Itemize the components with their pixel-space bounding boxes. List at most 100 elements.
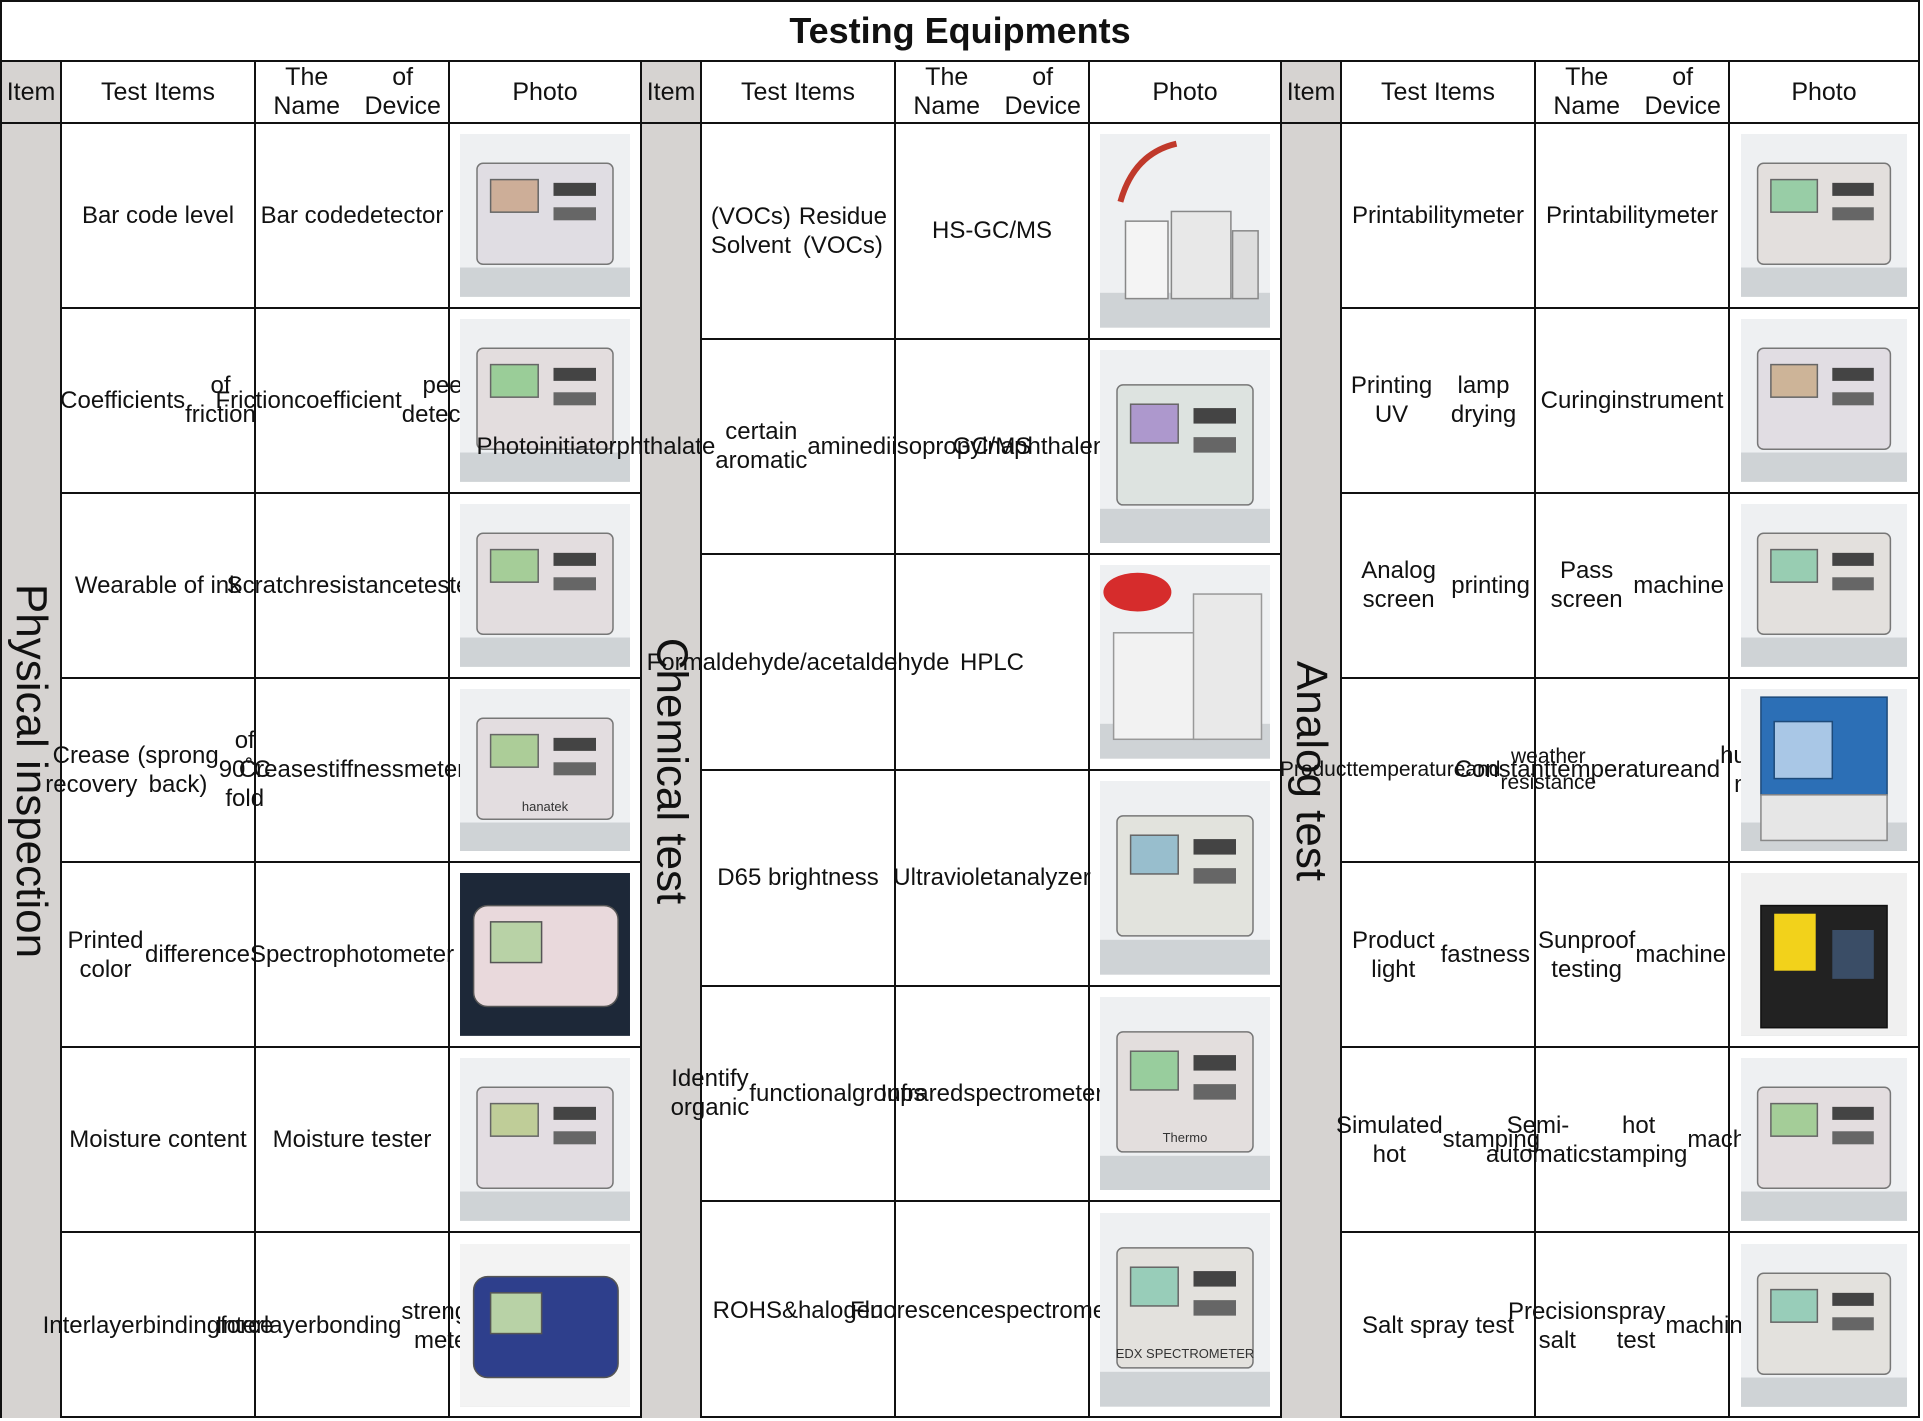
test-item-cell: Bar code level — [62, 124, 256, 307]
photo-cell — [450, 1048, 642, 1232]
test-item-line: phthalate — [616, 432, 716, 460]
photo-cell — [1730, 679, 1918, 862]
friction-peel-detector-photo — [460, 318, 630, 482]
device-name-line: HPLC — [959, 648, 1025, 676]
photo-cell — [450, 493, 642, 677]
test-item-cell: Salt spray test — [1342, 1233, 1536, 1418]
curing-instrument-photo — [1741, 318, 1907, 482]
test-item-line: Salt spray test — [1361, 1312, 1515, 1340]
category-cell: Chemical test — [642, 124, 702, 1418]
table-row: Moisture content Moisture tester — [62, 1048, 642, 1234]
test-item-line: (sprong back) — [137, 741, 219, 798]
device-name-cell: GC/MS — [896, 339, 1090, 554]
header-device-name-line: The Name — [1553, 63, 1621, 120]
device-name-line: and — [1680, 756, 1721, 784]
device-name-line: machine — [1633, 571, 1724, 599]
device-name-line: stiffness — [316, 756, 404, 784]
device-name-line: Moisture tester — [272, 1126, 432, 1154]
test-item-cell: ROHS&halogen — [702, 1202, 896, 1418]
test-item-line: groups — [852, 1079, 926, 1107]
photo-cell — [450, 863, 642, 1047]
test-item-line: Simulated hot — [1335, 1111, 1443, 1168]
hs-gc-ms-photo — [1100, 134, 1270, 328]
hot-stamping-machine-photo — [1741, 1058, 1907, 1222]
test-item-line: meter — [1462, 201, 1525, 229]
header-item: Item — [2, 62, 62, 122]
test-item-line: acetaldehyde — [806, 648, 950, 676]
device-name-cell: Constanttemperatureandhumidity meter — [1455, 678, 1809, 862]
photo-cell — [1730, 309, 1918, 492]
spectrophotometer-photo — [460, 873, 630, 1037]
device-name-line: meter — [392, 941, 455, 969]
header-device-name-line: of Device — [364, 63, 441, 120]
test-item-line: Photoinitiator — [476, 432, 617, 460]
device-name-line: Interlayer — [215, 1312, 316, 1340]
ultraviolet-analyzer-photo — [1100, 781, 1270, 975]
header-device-name: The Name of Device — [896, 62, 1090, 122]
device-name-line: spectrometer — [963, 1079, 1104, 1107]
test-item-line: fastness — [1440, 941, 1530, 969]
gc-ms-photo — [1100, 349, 1270, 544]
pass-screen-machine-photo — [1741, 503, 1907, 667]
salt-spray-machine-photo — [1741, 1244, 1907, 1407]
test-item-line: Moisture content — [69, 1126, 247, 1154]
test-item-line: printing — [1451, 571, 1530, 599]
photo-cell — [1090, 339, 1282, 554]
scratch-tester-photo — [460, 503, 630, 667]
device-name-line: Spectrophoto — [249, 941, 393, 969]
header-device-name-line: The Name — [913, 63, 981, 120]
test-item-line: Crease recovery — [45, 741, 138, 798]
test-item-line: (VOCs) Solvent — [710, 202, 791, 259]
device-name-line: hot stamping — [1589, 1111, 1688, 1168]
bar-code-detector-photo — [460, 134, 630, 297]
header-device-name-line: of Device — [1644, 63, 1721, 120]
test-item-line: D65 brightness — [717, 864, 879, 892]
test-item-line: weather resistance — [1500, 744, 1597, 794]
sunproof-machine-photo — [1741, 873, 1907, 1037]
test-item-line: functional — [749, 1079, 853, 1107]
device-name-line: Scratch — [226, 571, 308, 599]
header-device-name-line: of Device — [1004, 63, 1081, 120]
device-name-line: Fluorescence — [849, 1296, 995, 1324]
humidity-chamber-photo — [1741, 688, 1907, 852]
test-item-line: binding — [142, 1312, 221, 1340]
device-name-line: analyzer — [1000, 864, 1091, 892]
device-name-cell: HS-GC/MS — [896, 124, 1090, 338]
photo-cell — [1730, 863, 1918, 1046]
infrared-spectrometer-photo: Thermo — [1100, 996, 1270, 1191]
header-photo: Photo — [1090, 62, 1282, 122]
photo-cell — [1090, 124, 1282, 338]
crease-stiffness-meter-photo: hanatek — [460, 688, 630, 852]
test-item-line: Bar code level — [81, 201, 235, 229]
